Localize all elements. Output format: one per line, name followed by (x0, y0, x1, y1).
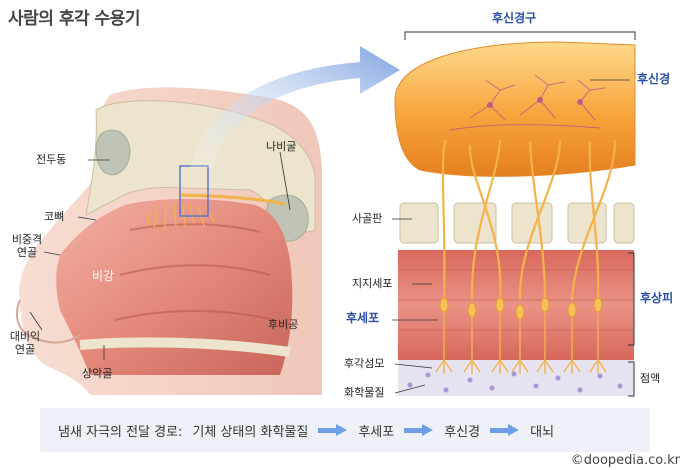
label-nasopharynx: 후비공 (268, 318, 299, 331)
credit-text: ©doopedia.co.kr (570, 453, 680, 468)
pathway-label: 냄새 자극의 전달 경로: (58, 424, 183, 440)
pathway-bar: 냄새 자극의 전달 경로: 기체 상태의 화학물질 후세포 후신경 대뇌 (40, 408, 650, 452)
label-frontal-sinus: 전두동 (36, 153, 67, 166)
frontal-sinus-shape (95, 129, 131, 176)
transition-arrow (190, 46, 400, 168)
label-olfactory-cell: 후세포 (346, 311, 380, 325)
detail-section (29, 31, 636, 397)
label-mucus: 점액 (640, 372, 661, 385)
arrow-right-icon (318, 423, 348, 437)
label-sphenoid-sinus: 나비굴 (266, 140, 297, 153)
cribriform-plate (399, 202, 635, 244)
bulb-neurons (449, 74, 606, 131)
pathway-step-4: 대뇌 (530, 424, 555, 440)
label-glomerulus: 후신경구 (492, 11, 537, 25)
arrow-right-icon (404, 423, 434, 437)
nasal-cavity-shape (56, 198, 293, 375)
olfactory-cilia (435, 312, 607, 374)
chemical-dots (407, 371, 623, 393)
pathway-row: 냄새 자극의 전달 경로: 기체 상태의 화학물질 후세포 후신경 대뇌 (58, 421, 555, 440)
pathway-step-3: 후신경 (444, 424, 481, 440)
detail-nerve-fibers (441, 139, 617, 301)
label-nasal-cavity: 비강 (92, 269, 115, 283)
label-alar-cartilage-line2: 연골 (14, 343, 36, 356)
label-lateral-cartilage-line2: 연골 (16, 246, 38, 259)
page-title: 사람의 후각 수용기 (8, 9, 140, 29)
head-section (15, 87, 323, 395)
olfactory-bulb (394, 41, 636, 177)
arrow-right-icon (490, 423, 520, 437)
label-chemical: 화학물질 (344, 386, 385, 399)
label-alar-cartilage-line1: 대비익 (9, 330, 41, 343)
label-lateral-cartilage-line1: 비중격 (11, 233, 43, 246)
label-olfactory-nerve: 후신경 (637, 72, 671, 86)
label-lateral-cartilage: 비중격 연골 (6, 233, 48, 259)
label-cribriform-plate: 사골판 (352, 212, 383, 225)
label-olfactory-epithelium: 후상피 (640, 291, 674, 305)
label-inferior-concha: 상악골 (82, 367, 113, 380)
label-nasal-bone: 코뼈 (44, 210, 65, 223)
pathway-step-1: 기체 상태의 화학물질 (192, 424, 309, 440)
label-olfactory-hair: 후각섬모 (344, 357, 385, 370)
pathway-step-2: 후세포 (358, 424, 395, 440)
label-supporting-cell: 지지세포 (352, 277, 393, 290)
label-alar-cartilage: 대비익 연골 (4, 330, 46, 356)
